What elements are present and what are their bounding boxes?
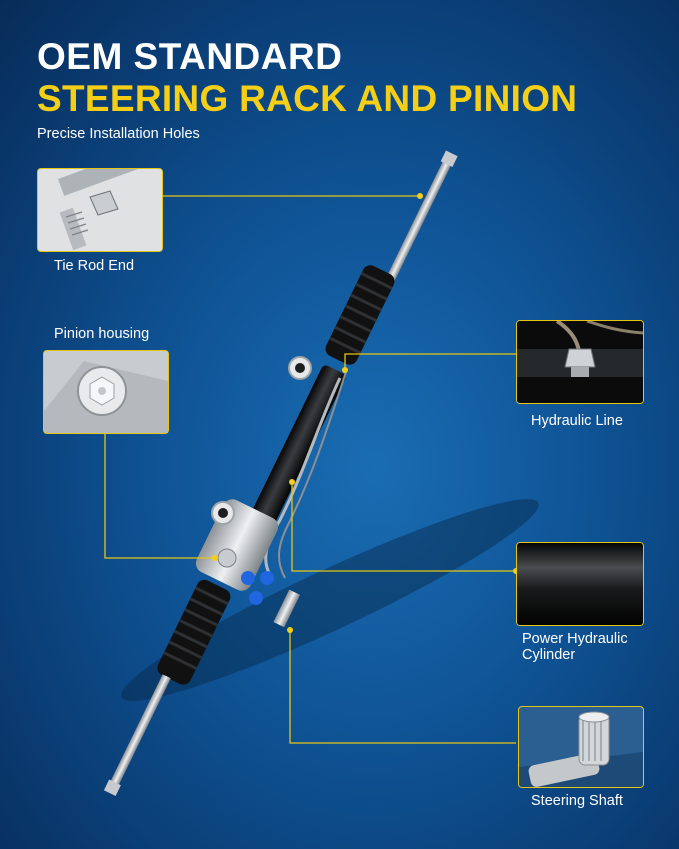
hydraulic-line-label: Hydraulic Line [531, 413, 623, 429]
steering-shaft-label: Steering Shaft [531, 793, 623, 809]
title-line-2: STEERING RACK AND PINION [37, 78, 578, 119]
leader-dots [212, 193, 519, 633]
pinion-housing [195, 499, 279, 605]
pinion-housing-label: Pinion housing [54, 326, 150, 342]
power-cylinder-photo [516, 542, 644, 626]
title-line-1: OEM STANDARD [37, 36, 343, 77]
hydraulic-pipe [264, 377, 342, 576]
cylinder-tube [246, 365, 346, 536]
lower-bellows-boot [157, 579, 231, 685]
hydraulic-line-photo [516, 320, 644, 404]
steering-shaft-photo [518, 706, 644, 788]
subtitle: Precise Installation Holes [37, 126, 200, 142]
pinion-housing-photo [43, 350, 169, 434]
power-cylinder-label: Power Hydraulic Cylinder [522, 631, 628, 663]
input-shaft [273, 589, 301, 628]
shadow [121, 499, 539, 701]
leader-lines [104, 195, 516, 744]
tie-rod-end-photo [37, 168, 163, 252]
upper-bellows-boot [325, 265, 395, 365]
tie-rod-end-label: Tie Rod End [54, 258, 135, 274]
lower-tie-rod [103, 674, 171, 796]
upper-tie-rod [384, 150, 458, 286]
